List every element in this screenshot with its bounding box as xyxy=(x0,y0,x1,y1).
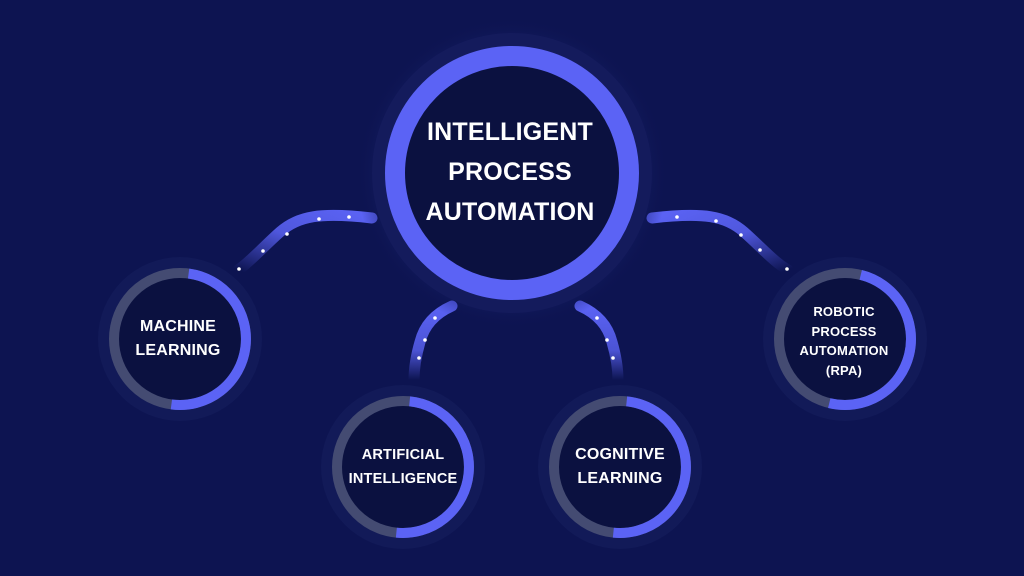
node-machine-learning xyxy=(98,257,262,421)
node-progress-arc xyxy=(828,270,916,410)
center-label: INTELLIGENT PROCESS AUTOMATION xyxy=(412,110,608,234)
node-artificial-intelligence xyxy=(321,385,485,549)
connector-artificial-intelligence xyxy=(408,300,458,386)
cognitive-learning-label-line-1: COGNITIVE xyxy=(575,446,665,463)
node-progress-arc xyxy=(612,396,691,538)
connector-dot xyxy=(285,232,289,236)
artificial-intelligence-label-line-2: INTELLIGENCE xyxy=(348,471,458,487)
satellite-nodes xyxy=(98,257,927,549)
node-cognitive-learning xyxy=(538,385,702,549)
node-progress-arc xyxy=(395,396,474,538)
connectors xyxy=(232,209,794,386)
connector-dot xyxy=(758,248,762,252)
rpa-label: ROBOTIC PROCESS AUTOMATION (RPA) xyxy=(784,296,904,386)
connector-dot xyxy=(675,215,679,219)
connector-dot xyxy=(317,217,321,221)
connector-dot xyxy=(417,356,421,360)
connector-machine-learning xyxy=(232,209,378,276)
connector-dot xyxy=(611,356,615,360)
connector-dot xyxy=(739,233,743,237)
connector-dot xyxy=(595,316,599,320)
connector-dot xyxy=(261,249,265,253)
connector-dot xyxy=(347,215,351,219)
machine-learning-label-line-2: LEARNING xyxy=(135,342,221,359)
machine-learning-label: MACHINE LEARNING xyxy=(108,304,248,374)
center-label-line-2: PROCESS xyxy=(448,158,572,186)
connector-rpa xyxy=(646,209,794,276)
center-label-line-3: AUTOMATION xyxy=(425,198,595,226)
artificial-intelligence-label-line-1: ARTIFICIAL xyxy=(361,447,445,463)
connector-dot xyxy=(237,267,241,271)
rpa-label-line-4: (RPA) xyxy=(825,362,863,378)
rpa-label-line-2: PROCESS xyxy=(811,323,877,339)
rpa-label-line-1: ROBOTIC xyxy=(813,304,875,319)
rpa-label-line-3: AUTOMATION xyxy=(799,343,889,358)
connector-dot xyxy=(423,338,427,342)
cognitive-learning-label: COGNITIVE LEARNING xyxy=(548,432,692,502)
center-ring xyxy=(385,46,639,300)
connector-dot xyxy=(714,219,718,223)
connector-dot xyxy=(605,338,609,342)
center-label-line-1: INTELLIGENT xyxy=(426,118,594,146)
cognitive-learning-label-line-2: LEARNING xyxy=(577,470,663,487)
artificial-intelligence-label: ARTIFICIAL INTELLIGENCE xyxy=(330,432,476,502)
connector-dots xyxy=(237,215,789,360)
machine-learning-label-line-1: MACHINE xyxy=(139,318,217,335)
connector-cognitive-learning xyxy=(574,300,624,386)
connector-dot xyxy=(785,267,789,271)
node-progress-arc xyxy=(170,268,251,410)
connector-dot xyxy=(433,316,437,320)
node-rpa xyxy=(763,257,927,421)
center-node xyxy=(356,17,668,329)
